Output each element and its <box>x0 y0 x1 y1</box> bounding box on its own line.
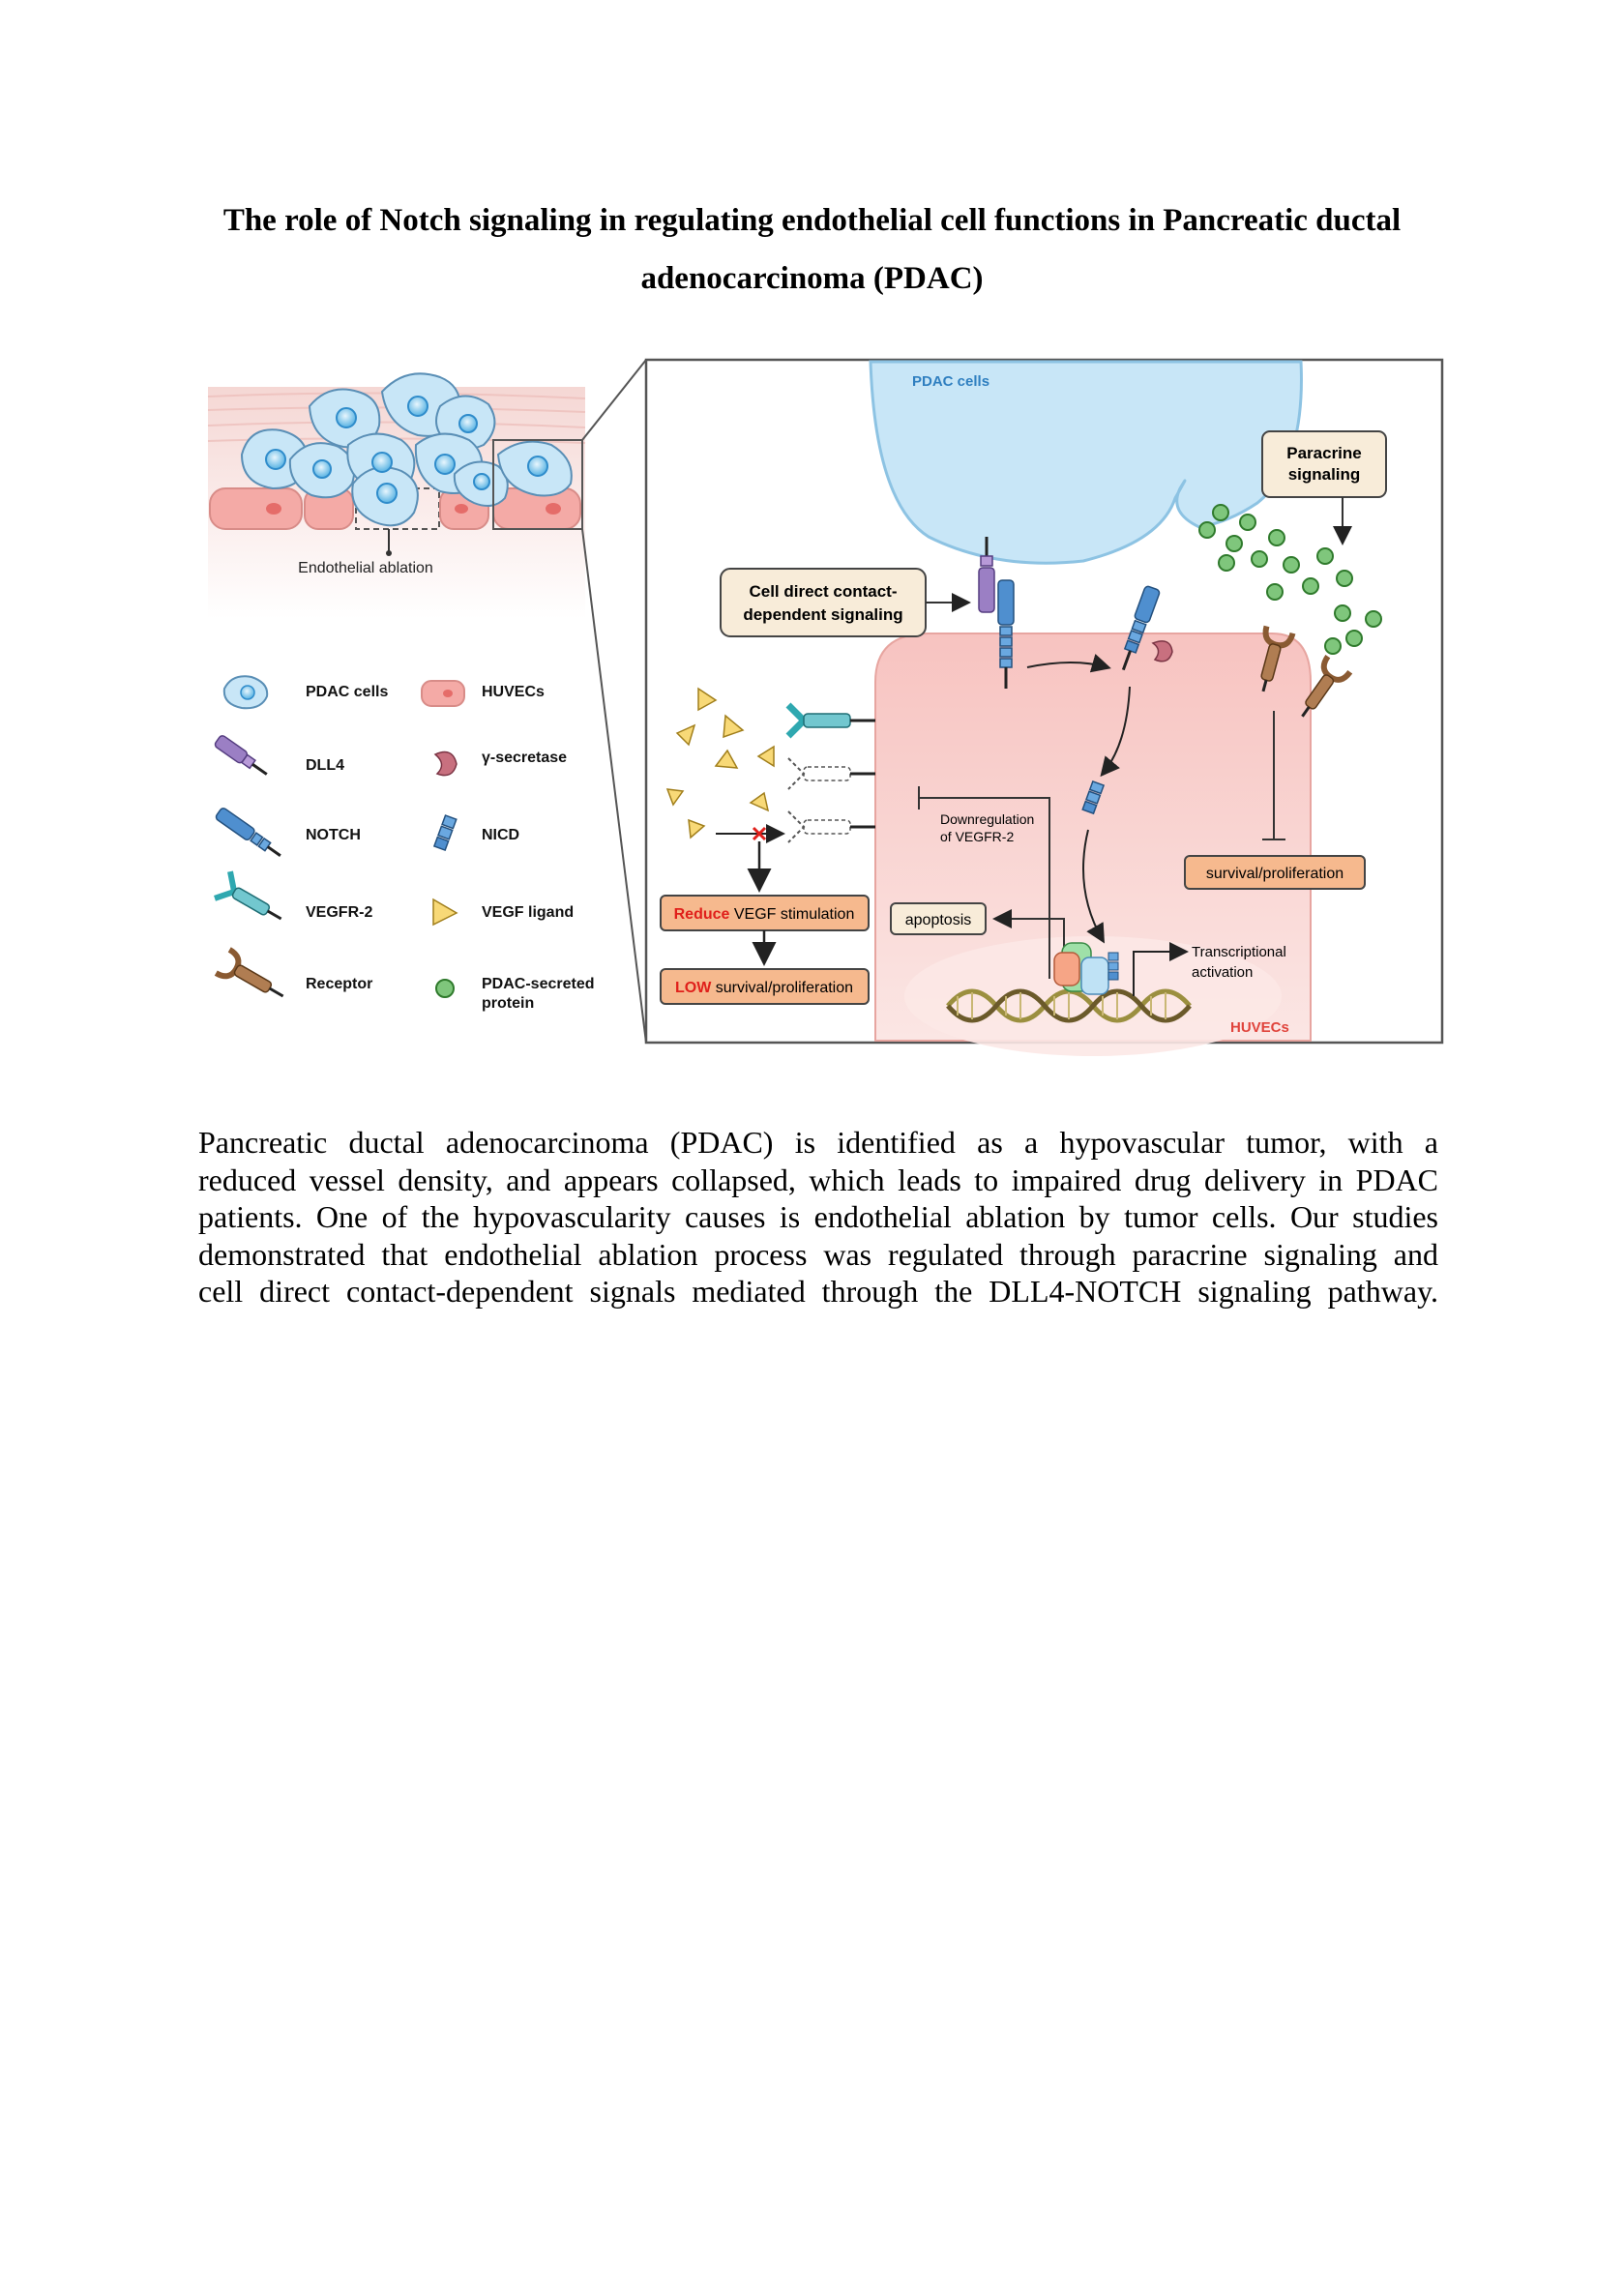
low-bold: LOW <box>675 980 712 996</box>
legend-pdac-protein-icon <box>435 979 455 998</box>
legend-pdac-protein-2: protein <box>482 995 534 1012</box>
detail-panel: PDAC cells HUVECs Paracrine signaling Ce… <box>644 358 1444 1056</box>
legend-nicd-icon <box>432 814 458 852</box>
legend: PDAC cells HUVECs DLL4 γ-secretase NOTCH <box>214 675 594 1012</box>
vegfr2-downregulated-1 <box>787 757 875 790</box>
transcription-line-2: activation <box>1192 964 1253 981</box>
contact-line-1: Cell direct contact- <box>749 582 897 601</box>
dna-helix <box>946 988 1192 1023</box>
body-paragraph: Pancreatic ductal adenocarcinoma (PDAC) … <box>198 1124 1438 1310</box>
paragraph-line-1: Pancreatic ductal adenocarcinoma (PDAC) … <box>198 1125 1438 1160</box>
contact-line-2: dependent signaling <box>743 605 902 624</box>
survival-box-right <box>1184 855 1366 890</box>
paracrine-box <box>1261 430 1387 498</box>
legend-nicd: NICD <box>482 827 519 843</box>
dll4-receptor <box>978 537 995 613</box>
legend-dll4: DLL4 <box>306 757 344 774</box>
pdac-cells-label: PDAC cells <box>912 373 989 390</box>
legend-vegf-ligand: VEGF ligand <box>482 904 574 921</box>
vegfr2-downregulated-2 <box>787 810 875 843</box>
notch-receptor <box>997 579 1015 689</box>
legend-gamma-secretase: γ-secretase <box>482 750 567 766</box>
paracrine-receptor-2 <box>1301 654 1353 718</box>
title-line-2: adenocarcinoma (PDAC) <box>640 261 984 296</box>
paragraph-line-3: patients. One of the hypovascularity cau… <box>198 1199 1438 1235</box>
legend-dll4-icon <box>214 735 268 776</box>
legend-pdac-protein-1: PDAC-secreted <box>482 976 594 992</box>
vegf-ligands <box>665 687 775 839</box>
low-survival-text: LOW survival/proliferation <box>675 980 853 996</box>
apoptosis-text: apoptosis <box>905 912 972 928</box>
low-survival-box <box>660 968 870 1005</box>
apoptosis-box <box>890 902 987 935</box>
legend-receptor-icon <box>214 947 284 998</box>
contact-box <box>720 568 927 637</box>
secreted-proteins <box>1198 504 1382 655</box>
paracrine-receptor-1 <box>1260 625 1296 692</box>
block-x-icon <box>752 826 767 841</box>
title-line-1: The role of Notch signaling in regulatin… <box>222 203 1402 238</box>
nicd <box>1081 780 1106 815</box>
pdac-cell <box>869 360 1303 565</box>
huvec-cell <box>874 633 1312 1042</box>
reduce-bold: Reduce <box>674 906 730 923</box>
huvecs-label: HUVECs <box>1230 1019 1289 1036</box>
paracrine-line-1: Paracrine <box>1286 444 1362 462</box>
legend-receptor: Receptor <box>306 976 372 992</box>
low-rest: survival/proliferation <box>711 980 853 996</box>
legend-vegf-ligand-icon <box>432 898 458 927</box>
downreg-line-2: of VEGFR-2 <box>940 829 1014 844</box>
pdac-nuclei <box>265 396 548 504</box>
cleaved-notch <box>1121 585 1161 671</box>
legend-notch-icon <box>215 808 281 857</box>
legend-pdac-cells-icon <box>222 675 269 710</box>
huvec-row <box>209 487 581 530</box>
gamma-secretase <box>1151 640 1173 662</box>
ablation-label: Endothelial ablation <box>298 560 433 576</box>
legend-huvecs-icon <box>421 680 465 707</box>
paragraph-line-4: demonstrated that endothelial ablation p… <box>198 1236 1438 1272</box>
reduce-vegf-text: Reduce VEGF stimulation <box>674 906 855 923</box>
legend-pdac-cells: PDAC cells <box>306 684 388 700</box>
paracrine-line-2: signaling <box>1288 465 1361 484</box>
survival-right-text: survival/proliferation <box>1206 866 1343 882</box>
legend-notch: NOTCH <box>306 827 361 843</box>
transcription-complex <box>1053 942 1119 995</box>
downreg-line-1: Downregulation <box>940 811 1034 827</box>
paragraph-line-5: cell direct contact-dependent signals me… <box>198 1274 1438 1310</box>
vegfr2-active <box>785 702 875 739</box>
reduce-rest: VEGF stimulation <box>729 906 854 923</box>
paragraph-line-2: reduced vessel density, and appears coll… <box>198 1162 1438 1197</box>
legend-gamma-secretase-icon <box>433 751 458 777</box>
transcription-line-1: Transcriptional <box>1192 944 1286 960</box>
page-title: The role of Notch signaling in regulatin… <box>145 191 1479 308</box>
legend-vegfr2-icon <box>214 870 282 921</box>
overview-panel: Endothelial ablation <box>207 359 647 1044</box>
legend-huvecs: HUVECs <box>482 684 545 700</box>
huvec-nucleus <box>904 936 1282 1056</box>
legend-vegfr2: VEGFR-2 <box>306 904 372 921</box>
